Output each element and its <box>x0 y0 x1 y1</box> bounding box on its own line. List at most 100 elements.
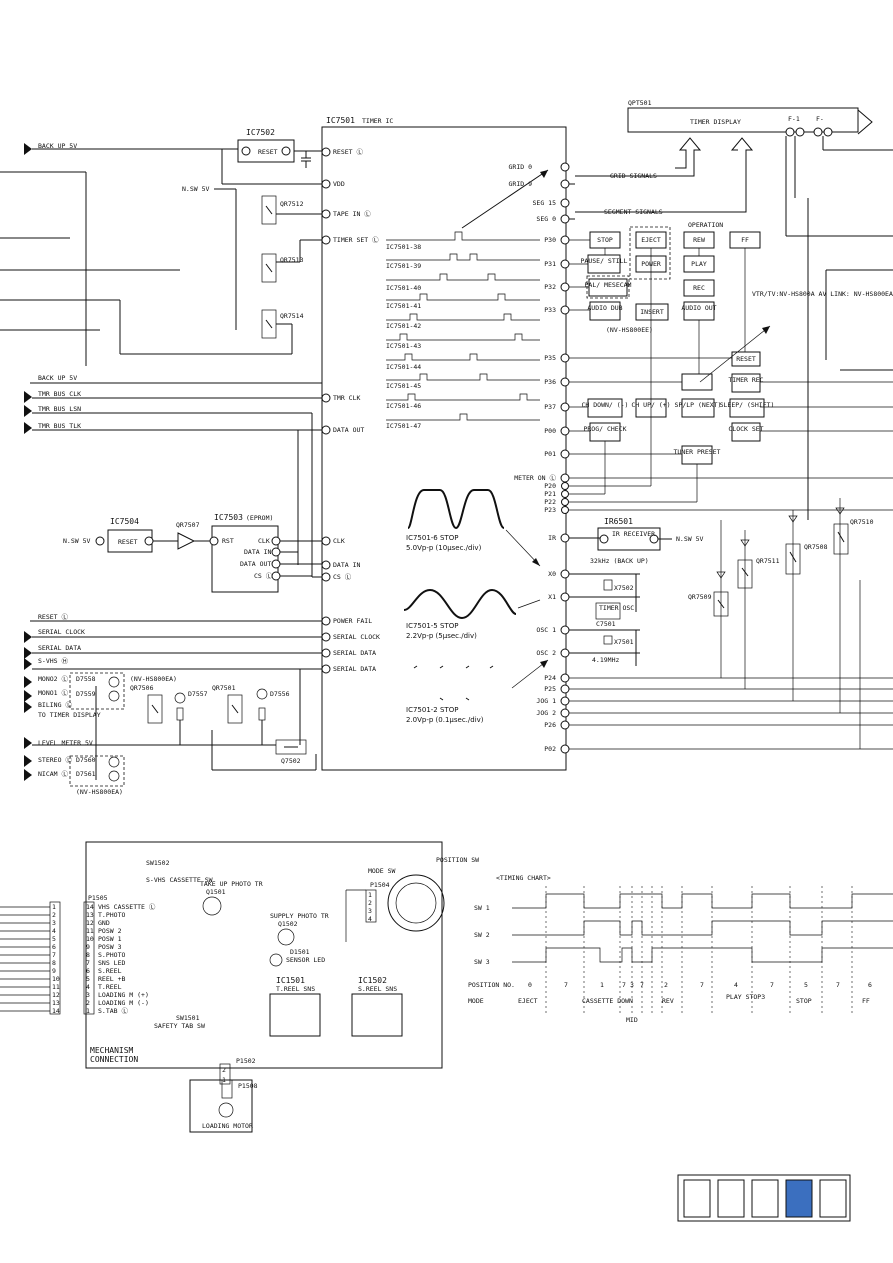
pin-label-p02: P02 <box>544 745 556 753</box>
svg-text:4: 4 <box>368 915 372 923</box>
sig-svhs: S-VHS Ⓗ <box>38 657 68 665</box>
connector-left-pin: 12 <box>52 991 60 999</box>
key-label: SLEEP/ (SHIFT) <box>720 401 775 409</box>
crystal-32khz-label: 32kHz (BACK UP) <box>590 557 649 565</box>
connector-left-pin: 6 <box>52 943 56 951</box>
grid-signals-label: GRID SIGNALS <box>610 172 657 180</box>
pin-reset: RESET Ⓛ <box>321 147 363 157</box>
key-clock-set[interactable]: CLOCK SET <box>728 422 764 442</box>
mech-title: MECHANISM <box>90 1046 134 1055</box>
connector-pin-label: VHS CASSETTE Ⓛ <box>98 903 156 911</box>
page-nav-box-1[interactable] <box>683 1179 711 1218</box>
sig-tmr-bus-clk: TMR BUS CLK <box>38 390 81 398</box>
connector-pin-label: T.REEL <box>98 983 122 991</box>
svg-text:2: 2 <box>222 1066 226 1074</box>
key-rec[interactable]: REC <box>683 279 715 297</box>
sig-stereo: STEREO Ⓛ <box>38 756 72 764</box>
pin-tmr-clk: TMR CLK <box>321 393 360 403</box>
key-sp-lp[interactable]: SP/LP (NEXT) <box>675 398 722 418</box>
key-ff[interactable]: FF <box>729 231 761 249</box>
key-reset[interactable]: RESET <box>731 351 761 367</box>
sensor-led-label: SENSOR LED <box>286 956 325 964</box>
sig-backup-5v: BACK UP 5V <box>38 142 77 150</box>
timing-label: IC7501-46 <box>386 402 421 410</box>
p1504-label: P1504 <box>370 881 390 889</box>
mode-label: MODE <box>468 997 484 1005</box>
d1501-label: D1501 <box>290 948 310 956</box>
key-label: PAL/ MESECAM <box>585 281 632 289</box>
position-sw-label: POSITION SW <box>436 856 479 864</box>
key-rew[interactable]: REW <box>683 231 715 249</box>
key-prog-check[interactable]: PROG/ CHECK <box>583 422 627 442</box>
sig-mono2: MONO2 Ⓛ <box>38 675 68 683</box>
ic7503-sub-label: (EPROM) <box>246 514 273 522</box>
connector-pin-label: POSW 3 <box>98 943 122 951</box>
sig-tmr-bus-lsn: TMR BUS LSN <box>38 405 81 413</box>
key-stop[interactable]: STOP <box>589 231 621 249</box>
pin-label: VDD <box>333 180 345 188</box>
pin-label-x1: X1 <box>548 593 556 601</box>
key-timer-rec[interactable]: TIMER REC <box>728 373 764 393</box>
key-play[interactable]: PLAY <box>683 255 715 273</box>
connector-right-pin: 7 <box>86 959 90 967</box>
key-label: PROG/ CHECK <box>583 425 626 433</box>
page-nav-box-4[interactable] <box>785 1179 813 1218</box>
pin-label-jog2: JOG 2 <box>536 709 556 717</box>
sig-level-meter: LEVEL METER 5V <box>38 739 93 747</box>
ic7501-label: IC7501 <box>326 116 355 125</box>
page-nav <box>677 1174 851 1222</box>
pin-label-x0: X0 <box>548 570 556 578</box>
key-audio-out[interactable]: AUDIO OUT <box>681 301 717 321</box>
key-label: PAUSE/ STILL <box>581 257 628 265</box>
scan-timing-waveforms: IC7501-38 IC7501-39 IC7501-40 IC7501-41 … <box>386 169 549 430</box>
connector-left-pin: 10 <box>52 975 60 983</box>
qr7511-label: QR7511 <box>756 557 780 565</box>
ic7503-pin: CS Ⓛ <box>254 572 273 580</box>
key-label: INSERT <box>640 308 664 316</box>
ic1502-sub-label: S.REEL SNS <box>358 985 397 993</box>
supply-photo-label: SUPPLY PHOTO TR <box>270 912 329 920</box>
key-eject[interactable]: EJECT <box>635 231 667 249</box>
timing-label: IC7501-43 <box>386 342 421 350</box>
q1502-label: Q1502 <box>278 920 298 928</box>
pin-label-p23: P23 <box>544 506 556 514</box>
ic1501-sub-label: T.REEL SNS <box>276 985 315 993</box>
key-pal-mesecam[interactable]: PAL/ MESECAM <box>585 278 632 297</box>
ic1501-label: IC1501 <box>276 976 305 985</box>
qr7512-label: QR7512 <box>280 200 304 208</box>
key-ch-down[interactable]: CH DOWN/ (-) <box>582 398 629 418</box>
svhs-sw-label: S-VHS CASSETTE SW <box>146 876 213 884</box>
sig-backup-5v-2: BACK UP 5V <box>38 374 77 382</box>
pin-label-osc1: OSC 1 <box>536 626 556 634</box>
key-sleep[interactable]: SLEEP/ (SHIFT) <box>720 398 775 418</box>
sig-nicam: NICAM Ⓛ <box>38 770 68 778</box>
key-insert[interactable]: INSERT <box>635 303 669 321</box>
d7561-label: D7561 <box>76 770 96 778</box>
connector-right-pin: 10 <box>86 935 94 943</box>
connector-right-pin: 2 <box>86 999 90 1007</box>
key-tuner-preset[interactable]: TUNER PRESET <box>674 445 721 465</box>
qr7501-label: QR7501 <box>212 684 236 692</box>
key-audio-dub[interactable]: AUDIO DUB <box>587 301 623 321</box>
key-pause-still[interactable]: PAUSE/ STILL <box>581 254 628 274</box>
oscillators: 32kHz (BACK UP) X7502 TIMER OSC C7501 X7… <box>569 557 649 666</box>
qr7508-label: QR7508 <box>804 543 828 551</box>
serial-lines: RESET Ⓛ SERIAL CLOCK SERIAL DATA S-VHS Ⓗ <box>24 613 322 745</box>
ir6501-label: IR6501 <box>604 517 633 526</box>
ic7501: IC7501 TIMER IC <box>321 116 567 771</box>
wave3-title: IC7501-2 STOP <box>406 706 458 714</box>
q1501-label: Q1501 <box>206 888 226 896</box>
sw1-label: SW 1 <box>474 904 490 912</box>
page-nav-box-2[interactable] <box>717 1179 745 1218</box>
pin-label-p26: P26 <box>544 721 556 729</box>
page-nav-box-3[interactable] <box>751 1179 779 1218</box>
pin-label-p24: P24 <box>544 674 556 682</box>
pin-tape-in: TAPE IN Ⓛ <box>321 209 371 219</box>
position-number: 0 <box>528 981 532 989</box>
operation-label: OPERATION <box>688 221 723 229</box>
page-nav-box-5[interactable] <box>819 1179 847 1218</box>
key-label: EJECT <box>641 236 661 244</box>
connector-pin-label: SNS LED <box>98 959 125 967</box>
